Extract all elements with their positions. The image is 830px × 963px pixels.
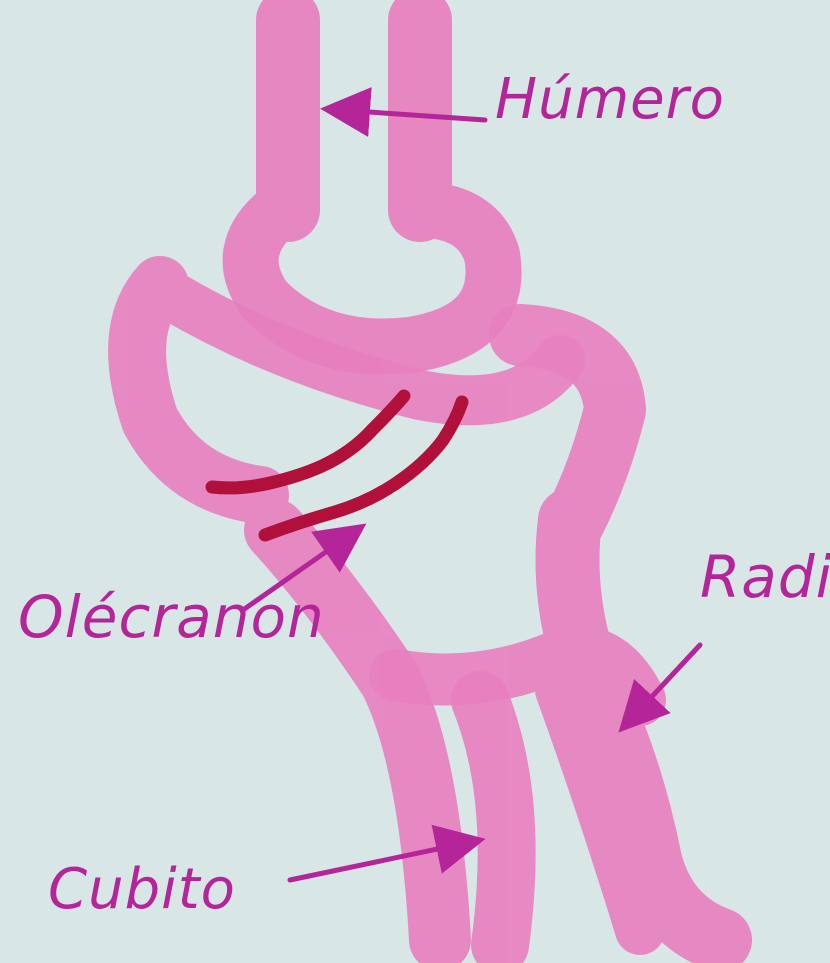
label-olecranon: Olécranon bbox=[18, 588, 325, 646]
ulna-shaft-inner bbox=[480, 700, 507, 945]
label-humero: Húmero bbox=[495, 72, 725, 128]
label-cubito: Cubito bbox=[48, 862, 236, 918]
humerus-bone bbox=[251, 20, 494, 347]
label-radio: Radio bbox=[700, 548, 830, 606]
